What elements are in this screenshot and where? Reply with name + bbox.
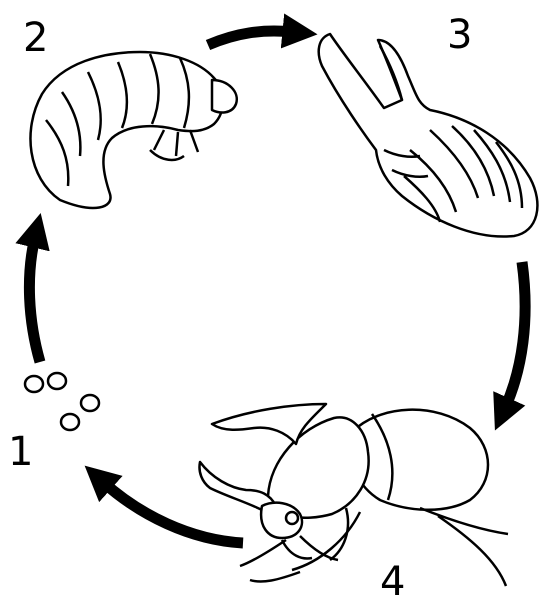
arrow-1-to-2	[29, 237, 40, 362]
adult-rhinoceros-beetle-icon	[199, 404, 508, 586]
stage-label-2: 2	[23, 18, 48, 58]
stage-label-1: 1	[8, 432, 33, 472]
arrow-3-to-4	[505, 262, 525, 408]
stage-label-4: 4	[380, 562, 405, 601]
arrow-2-to-3	[208, 31, 293, 45]
egg-cluster-icon	[25, 373, 99, 430]
pupa-icon	[319, 34, 538, 237]
stage-label-3: 3	[447, 15, 472, 55]
larva-grub-icon	[30, 52, 236, 208]
